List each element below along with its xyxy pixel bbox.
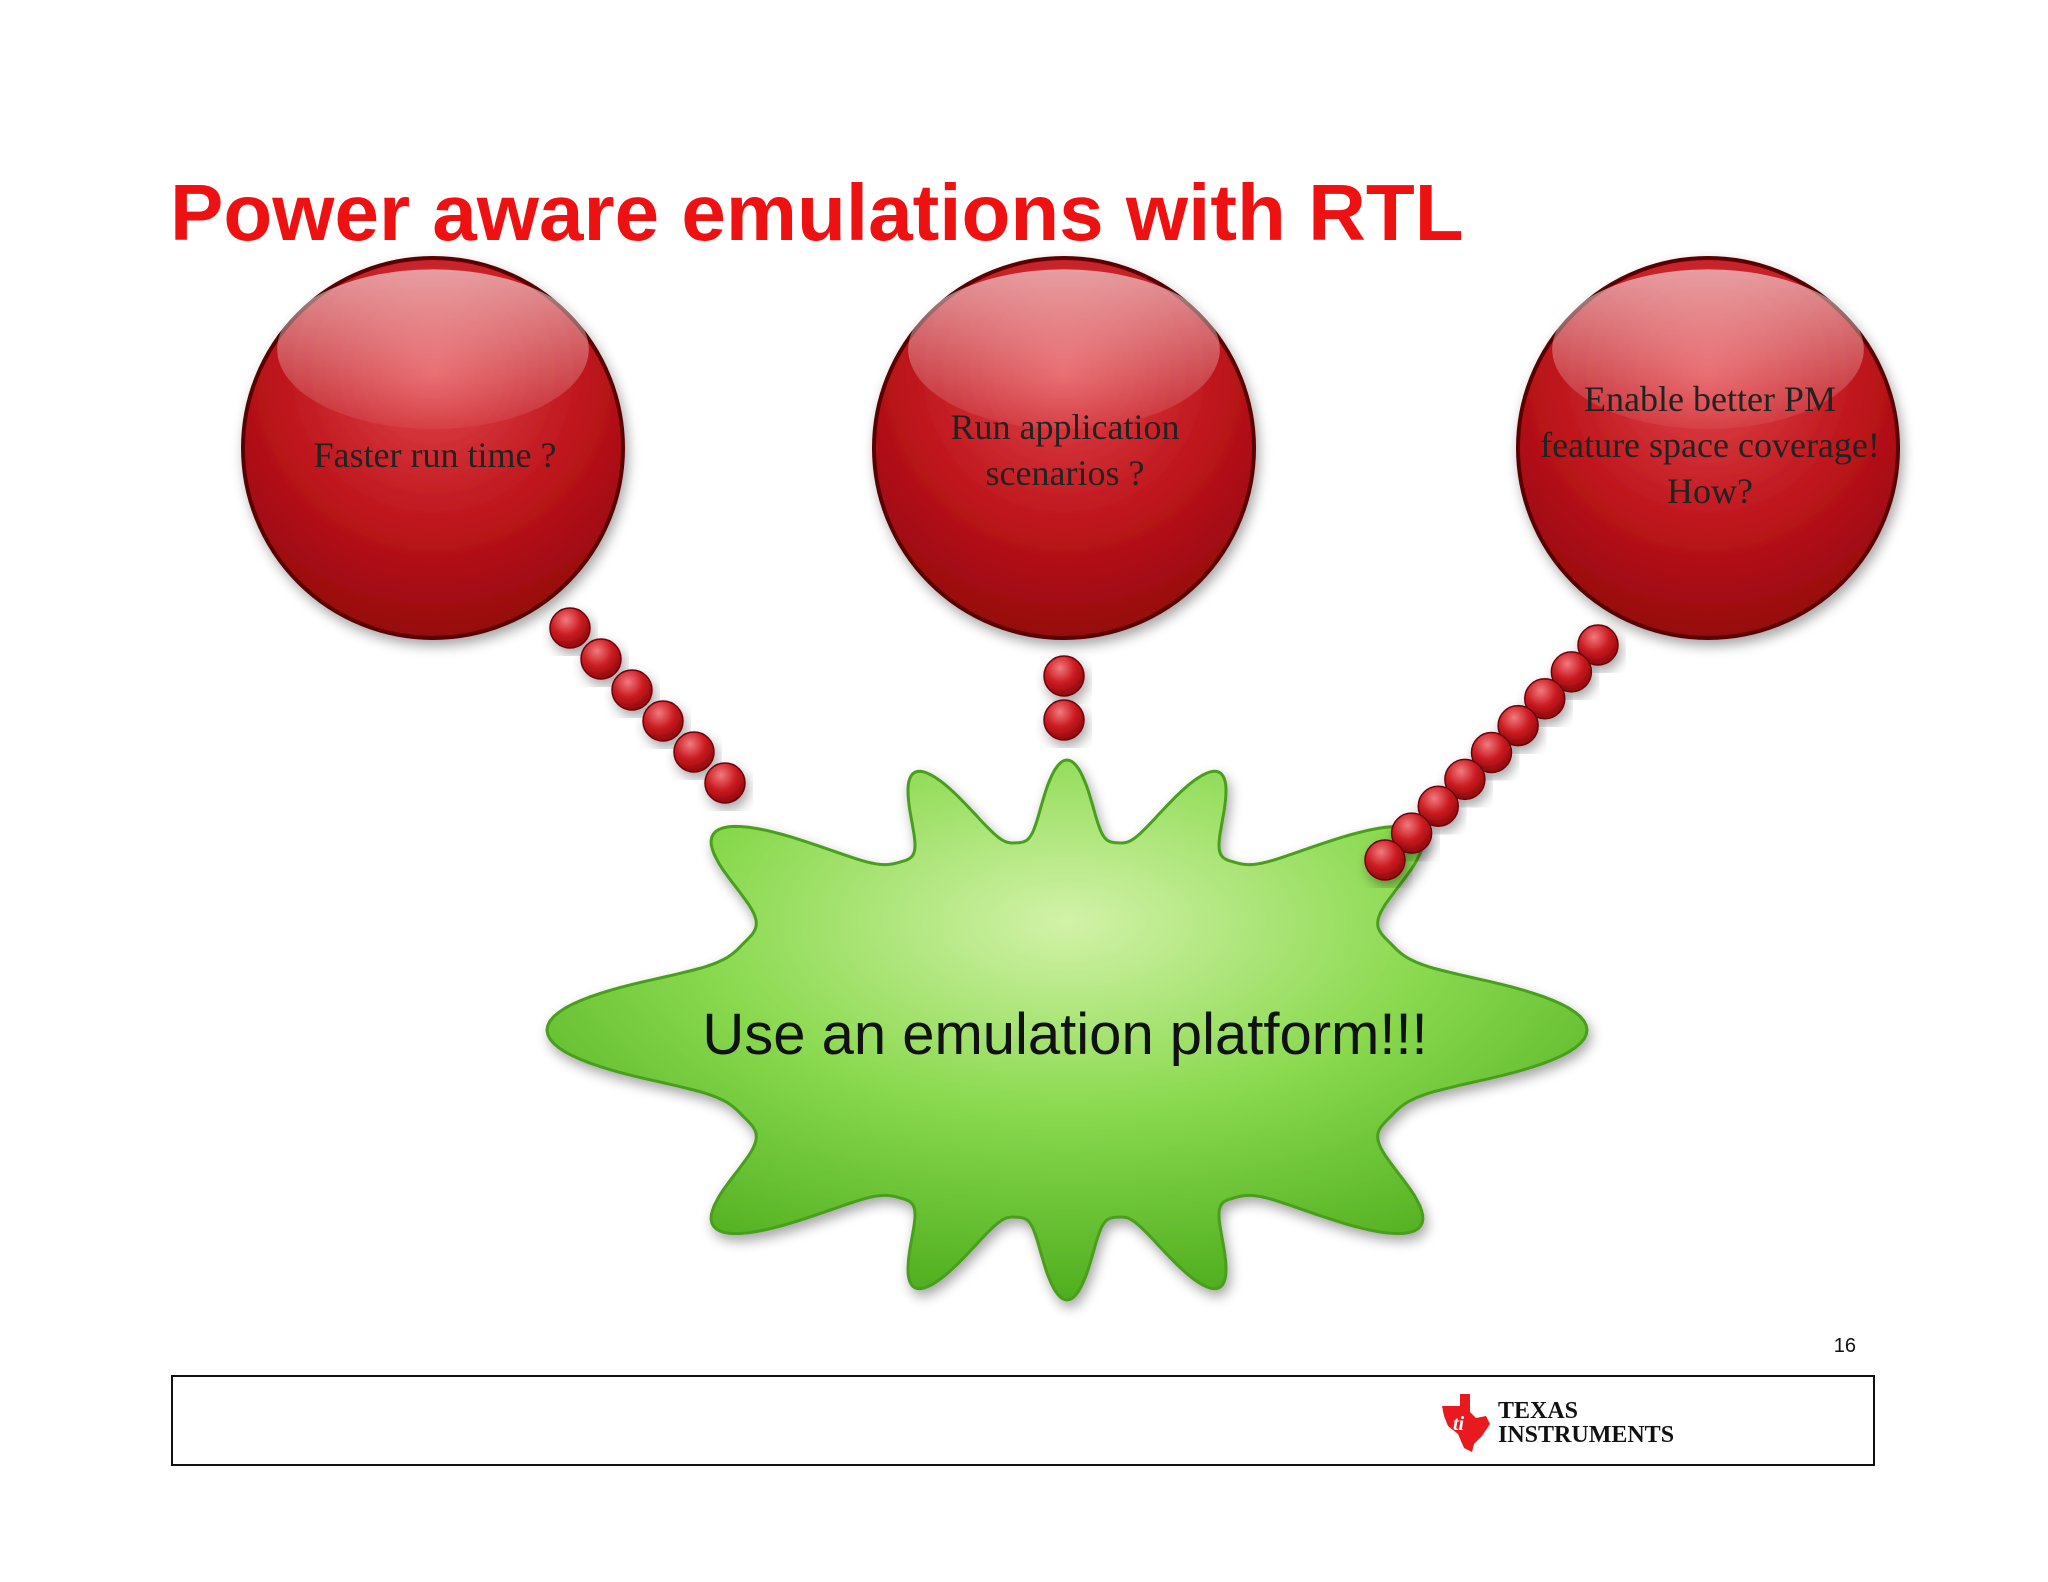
svg-text:ti: ti <box>1453 1413 1465 1435</box>
question-bubble-pm-coverage <box>1516 256 1900 640</box>
connector-bead <box>1390 812 1433 854</box>
connector-bead <box>611 669 653 711</box>
connector-bead <box>549 607 591 649</box>
connector-bead <box>1550 651 1593 693</box>
connector-bead <box>1417 785 1459 827</box>
connector-center <box>1043 655 1085 741</box>
question-bubble-faster-run-time <box>241 256 625 640</box>
connector-bead <box>704 762 746 804</box>
central-cloud-text: Use an emulation platform!!! <box>702 1002 1428 1067</box>
question-bubble-run-application-scenarios <box>872 256 1256 640</box>
connector-bead <box>1444 758 1486 801</box>
connector-bead <box>1043 699 1085 741</box>
central-cloud <box>545 758 1589 1302</box>
connector-bead <box>1577 624 1619 666</box>
texas-instruments-logo: ti TEXAS INSTRUMENTS <box>1438 1392 1678 1454</box>
footer-bar <box>171 1375 1875 1466</box>
connector-bead <box>642 700 684 742</box>
connector-bead <box>673 731 715 773</box>
bubble-gloss <box>277 269 589 430</box>
connector-bead <box>1470 731 1513 774</box>
logo-text-texas: TEXAS <box>1498 1398 1579 1424</box>
logo-text-instruments: INSTRUMENTS <box>1498 1422 1675 1448</box>
connector-bead <box>1497 704 1539 747</box>
question-text-pm-coverage: Enable better PM feature space coverage!… <box>1540 379 1880 511</box>
connector-bead <box>1524 678 1566 720</box>
page-number: 16 <box>1833 1335 1856 1357</box>
connector-right <box>1364 624 1619 881</box>
connector-bead <box>1043 655 1085 697</box>
question-text-faster-run-time: Faster run time ? <box>313 435 557 475</box>
bubble-gloss <box>1552 269 1864 430</box>
question-text-run-application-scenarios: Run application scenarios ? <box>950 407 1180 493</box>
connector-bead <box>1364 839 1406 881</box>
slide-title: Power aware emulations with RTL <box>170 168 1464 257</box>
connector-bead <box>580 638 622 680</box>
connector-left <box>549 607 746 804</box>
bubble-gloss <box>908 269 1220 430</box>
texas-state-icon: ti <box>1442 1394 1490 1452</box>
